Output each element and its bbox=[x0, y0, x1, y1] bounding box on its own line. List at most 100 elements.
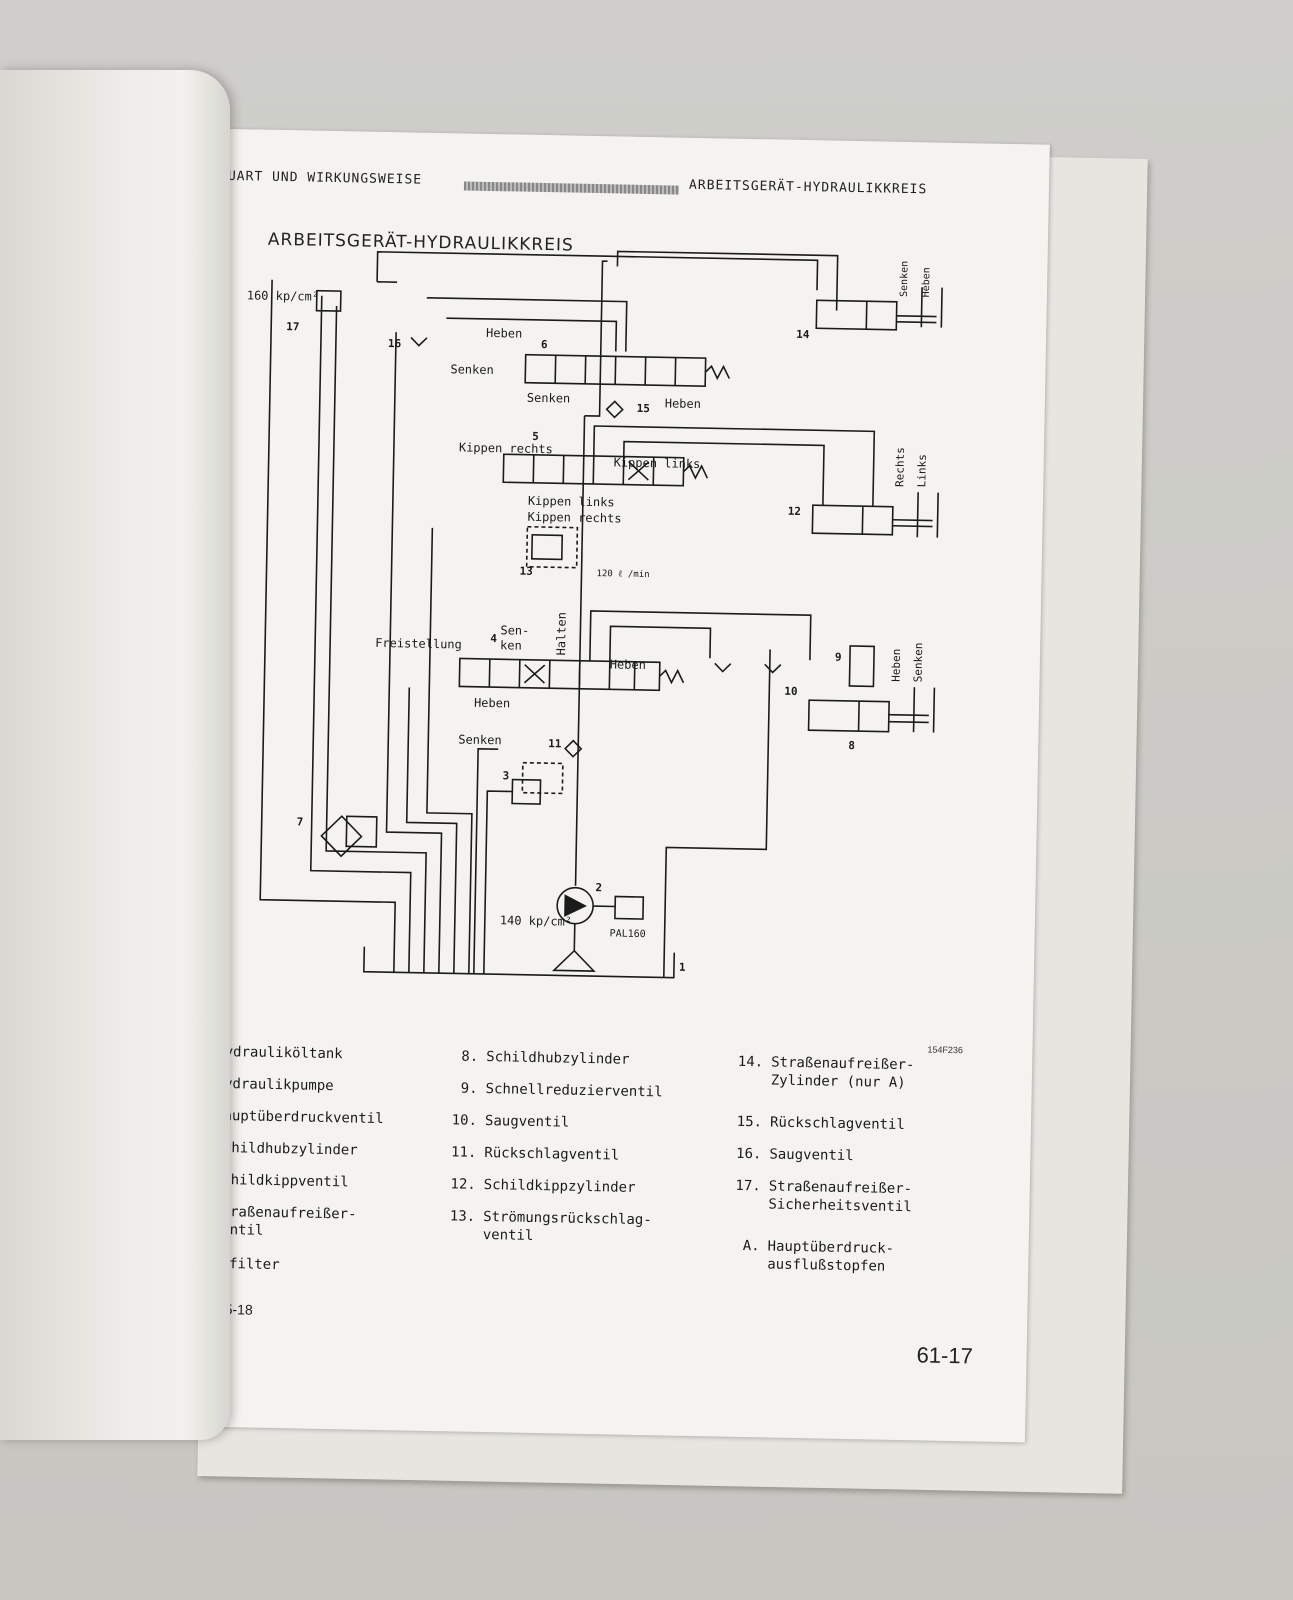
flow-label: 120 ℓ /min bbox=[596, 569, 649, 580]
legend-number: 14. bbox=[737, 1053, 764, 1071]
callout-1: 1 bbox=[679, 961, 686, 974]
pump-motor bbox=[614, 895, 645, 920]
cylinder-12 bbox=[811, 504, 894, 536]
callout-14: 14 bbox=[796, 328, 810, 341]
check-valve-15 bbox=[605, 400, 624, 419]
legend-item: 13.Strömungsrückschlag- ventil bbox=[449, 1208, 652, 1247]
pressure-label-140: 140 kp/cm² bbox=[500, 913, 573, 928]
label-links-12: Links bbox=[915, 454, 929, 487]
legend-text: Schildkippventil bbox=[213, 1171, 349, 1191]
relief-valve-17 bbox=[315, 289, 342, 312]
legend-item: 15. Rückschlagventil bbox=[736, 1114, 905, 1135]
callout-2: 2 bbox=[595, 881, 602, 894]
label-kippen-rechts-b: Kippen rechts bbox=[527, 510, 621, 526]
cylinder-8 bbox=[807, 699, 890, 733]
label-rechts-12: Rechts bbox=[893, 447, 907, 487]
top-line bbox=[376, 251, 819, 291]
label-ken: ken bbox=[500, 638, 522, 652]
callout-11: 11 bbox=[548, 737, 562, 750]
motor-label: PAL160 bbox=[610, 928, 646, 940]
callout-8: 8 bbox=[848, 739, 855, 752]
label-kippen-links-b: Kippen links bbox=[528, 494, 615, 510]
valve-9 bbox=[848, 645, 875, 688]
legend-number: 12. bbox=[450, 1176, 476, 1193]
callout-12: 12 bbox=[788, 505, 801, 518]
label-senken-4: Senken bbox=[458, 732, 502, 747]
legend-text: Schildhubzylinder bbox=[486, 1049, 630, 1068]
check-valve-10b bbox=[764, 663, 782, 674]
legend-text: Hauptüberdruck- ausflußstopfen bbox=[767, 1238, 895, 1275]
return-line bbox=[426, 527, 473, 974]
legend-text: Schildhubzylinder bbox=[214, 1139, 358, 1159]
label-senken-8: Senken bbox=[911, 642, 925, 682]
legend-text: Hydrauliköltank bbox=[216, 1043, 343, 1063]
label-freistellung: Freistellung bbox=[375, 636, 462, 652]
legend-text: Saugventil bbox=[484, 1113, 570, 1131]
label-heben-8: Heben bbox=[890, 649, 904, 682]
label-heben-4b: Heben bbox=[474, 696, 510, 711]
legend-text: Straßenaufreißer- Sicherheitsventil bbox=[768, 1178, 913, 1215]
legend-number: 15. bbox=[736, 1113, 763, 1131]
callout-5: 5 bbox=[532, 430, 539, 443]
valve-4 bbox=[458, 657, 661, 692]
legend-text: Rückschlagventil bbox=[769, 1114, 906, 1134]
legend-number: 16. bbox=[735, 1145, 762, 1163]
top-line bbox=[616, 250, 839, 311]
suction-valve-16 bbox=[410, 336, 428, 347]
legend-item: 9.Schnellreduzierventil bbox=[451, 1080, 663, 1102]
legend-number: A. bbox=[742, 1238, 760, 1255]
legend-number: 11. bbox=[450, 1144, 477, 1161]
legend-text: Straßenaufreißer- Zylinder (nur A) bbox=[770, 1054, 915, 1091]
pressure-label-160: 160 kp/cm² bbox=[247, 288, 320, 303]
cylinder-14 bbox=[815, 299, 898, 331]
legend-text: Hydraulikpumpe bbox=[215, 1075, 334, 1095]
legend-item: 16. Saugventil bbox=[735, 1146, 854, 1166]
callout-16: 16 bbox=[388, 337, 402, 350]
label-heben-6: Heben bbox=[486, 326, 522, 341]
legend-text: Schildkippzylinder bbox=[483, 1177, 636, 1196]
curled-previous-page bbox=[0, 70, 230, 1440]
check-valve-11 bbox=[564, 739, 583, 758]
filter-7 bbox=[320, 815, 363, 858]
legend-text: Rückschlagventil bbox=[484, 1145, 620, 1164]
manual-page: AUART UND WIRKUNGSWEISE ARBEITSGERÄT-HYD… bbox=[155, 128, 1050, 1443]
hydraulic-schematic: 160 kp/cm² 140 kp/cm² 120 ℓ /min PAL160 … bbox=[247, 250, 943, 979]
return-line bbox=[405, 687, 458, 974]
label-senken-6: Senken bbox=[450, 362, 494, 377]
label-heben-14: Heben bbox=[921, 267, 933, 297]
callout-4: 4 bbox=[490, 632, 497, 645]
legend-number: 9. bbox=[460, 1080, 478, 1097]
supply-line bbox=[574, 415, 586, 886]
legend-item: 14. Straßenaufreißer- Zylinder (nur A) bbox=[737, 1054, 915, 1092]
return-line bbox=[259, 279, 396, 973]
legend-item: 17. Straßenaufreißer- Sicherheitsventil bbox=[734, 1178, 912, 1216]
callout-3: 3 bbox=[502, 769, 509, 782]
label-heben-6b: Heben bbox=[665, 396, 701, 411]
page-number: 61-17 bbox=[916, 1342, 974, 1369]
legend-number: 17. bbox=[735, 1177, 761, 1195]
label-sen: Sen- bbox=[500, 623, 529, 638]
relief-valve-3 bbox=[511, 778, 542, 805]
label-kippen-rechts: Kippen rechts bbox=[459, 440, 553, 456]
legend-text: Hauptüberdruckventil bbox=[214, 1107, 384, 1128]
return-line bbox=[309, 295, 412, 973]
return-line bbox=[473, 748, 499, 974]
legend-text: Saugventil bbox=[769, 1146, 854, 1165]
legend-item: 11. Rückschlagventil bbox=[450, 1144, 619, 1165]
tank-outline bbox=[363, 946, 676, 979]
callout-6: 6 bbox=[541, 338, 548, 351]
return-line bbox=[385, 332, 443, 974]
label-halten: Halten bbox=[554, 612, 569, 656]
return-line bbox=[662, 649, 771, 978]
label-senken-14: Senken bbox=[899, 261, 911, 297]
valve-13 bbox=[530, 534, 564, 561]
figure-code: 154F236 bbox=[927, 1044, 964, 1056]
legend-number: 8. bbox=[461, 1048, 479, 1065]
label-heben-4: Heben bbox=[610, 657, 646, 672]
callout-13: 13 bbox=[519, 565, 532, 578]
callout-17: 17 bbox=[286, 320, 299, 333]
legend-text: Straßenaufreißer- Ventil bbox=[212, 1203, 357, 1239]
legend-number: 13. bbox=[449, 1208, 476, 1225]
check-valve-10a bbox=[714, 662, 732, 673]
supply-line bbox=[584, 260, 608, 417]
